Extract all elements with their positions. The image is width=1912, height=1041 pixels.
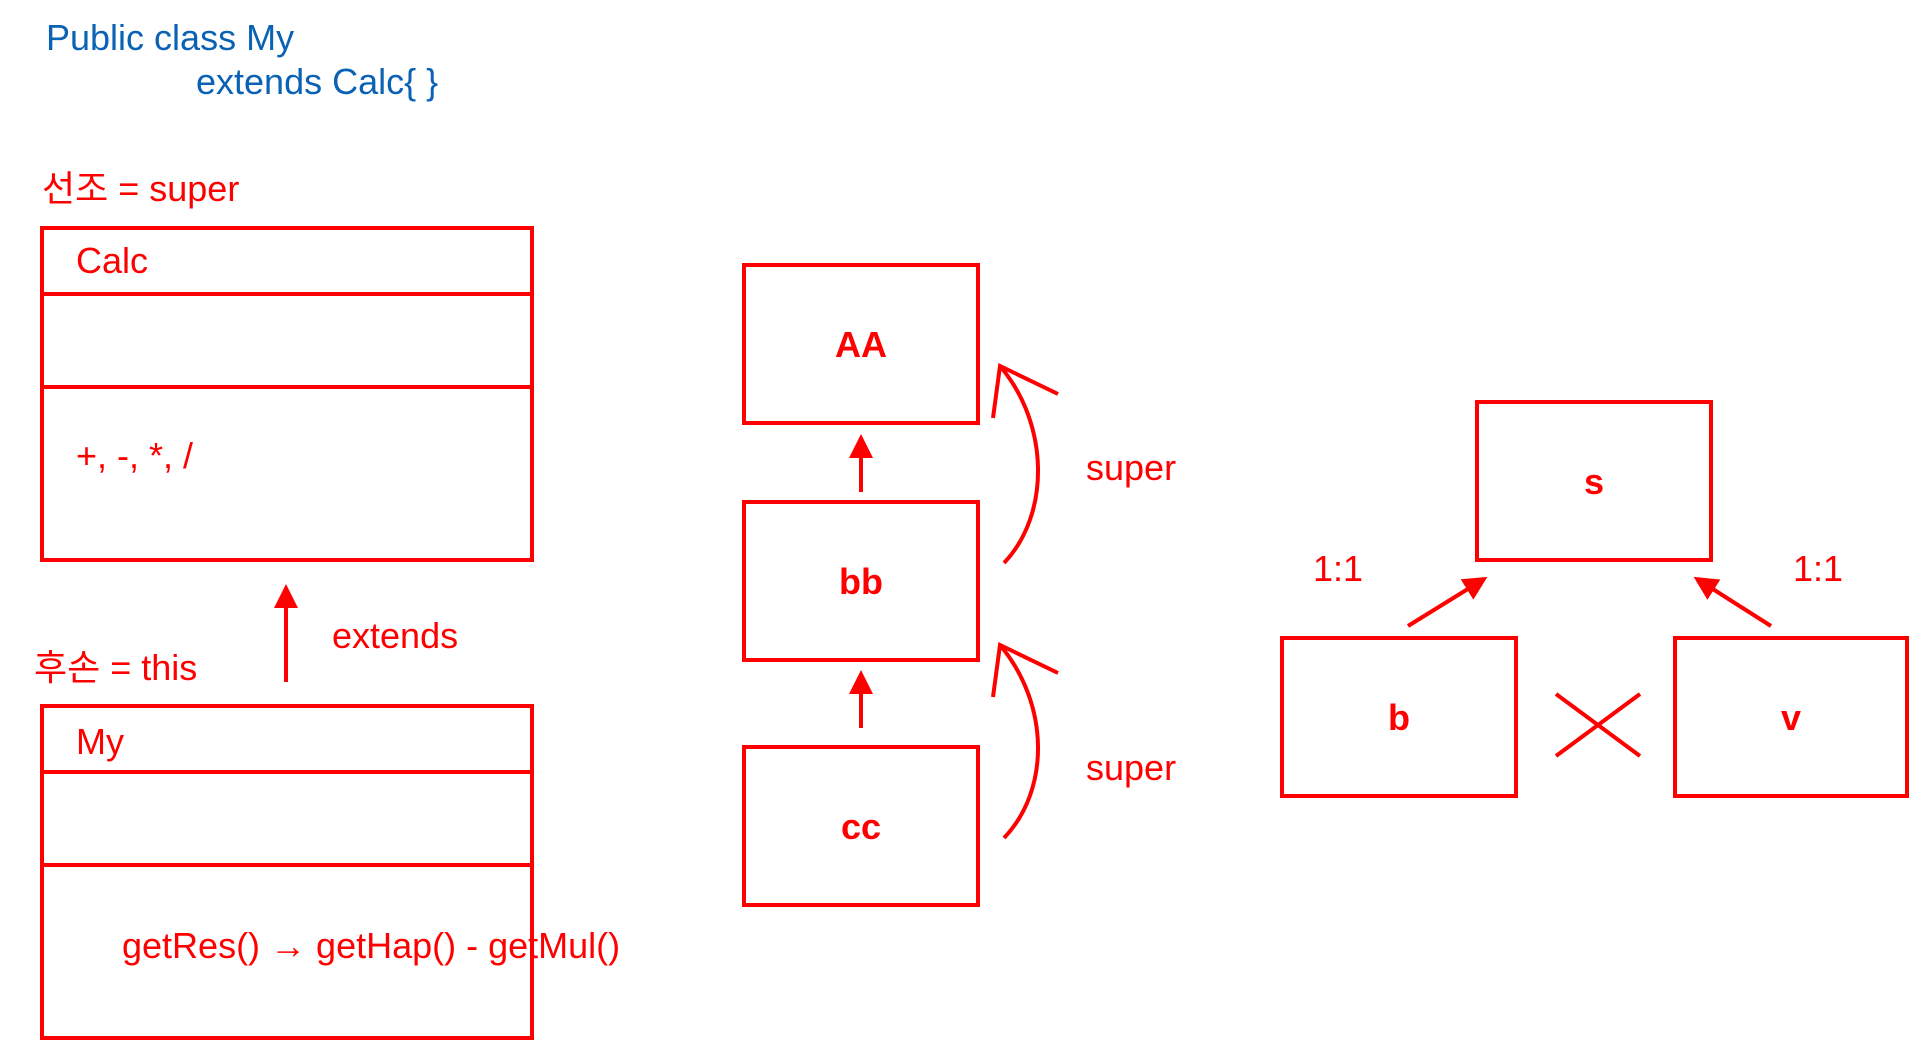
parent-class-methods: +, -, *, /	[76, 435, 194, 476]
super-curve-lower	[998, 643, 1040, 840]
calc-class-box	[40, 226, 534, 562]
my-class-box	[40, 704, 534, 1040]
ratio-left-label: 1:1	[1313, 548, 1364, 589]
descendant-label: 후손 = this	[34, 647, 198, 688]
child-class-name: My	[76, 721, 124, 762]
super-curve-lower-head	[991, 641, 1059, 698]
cc-label: cc	[840, 806, 882, 847]
b-box	[1280, 636, 1518, 798]
no-relation-cross-b	[1554, 692, 1642, 758]
child-class-methods: getRes() → getHap() - getMul()	[122, 925, 621, 966]
parent-class-name: Calc	[76, 240, 149, 281]
b-label: b	[1388, 697, 1410, 738]
aa-label: AA	[835, 324, 887, 365]
s-label: s	[1583, 461, 1605, 502]
super-curve-upper	[998, 364, 1040, 565]
s-box	[1475, 400, 1713, 562]
ancestor-label: 선조 = super	[42, 168, 240, 209]
super-curve-upper-head	[991, 362, 1059, 419]
extends-label: extends	[332, 615, 459, 656]
ratio-right-label: 1:1	[1793, 548, 1844, 589]
v-label: v	[1780, 697, 1802, 738]
bb-box	[742, 500, 980, 662]
code-line-2: extends Calc{ }	[196, 61, 439, 102]
super-label-upper: super	[1086, 447, 1177, 488]
cc-box	[742, 745, 980, 907]
v-to-s-arrow	[1693, 576, 1773, 628]
super-label-lower: super	[1086, 747, 1177, 788]
v-box	[1673, 636, 1909, 798]
aa-box	[742, 263, 980, 425]
bb-label: bb	[839, 561, 883, 602]
b-to-s-arrow	[1406, 576, 1488, 628]
code-line-1: Public class My	[46, 17, 295, 58]
